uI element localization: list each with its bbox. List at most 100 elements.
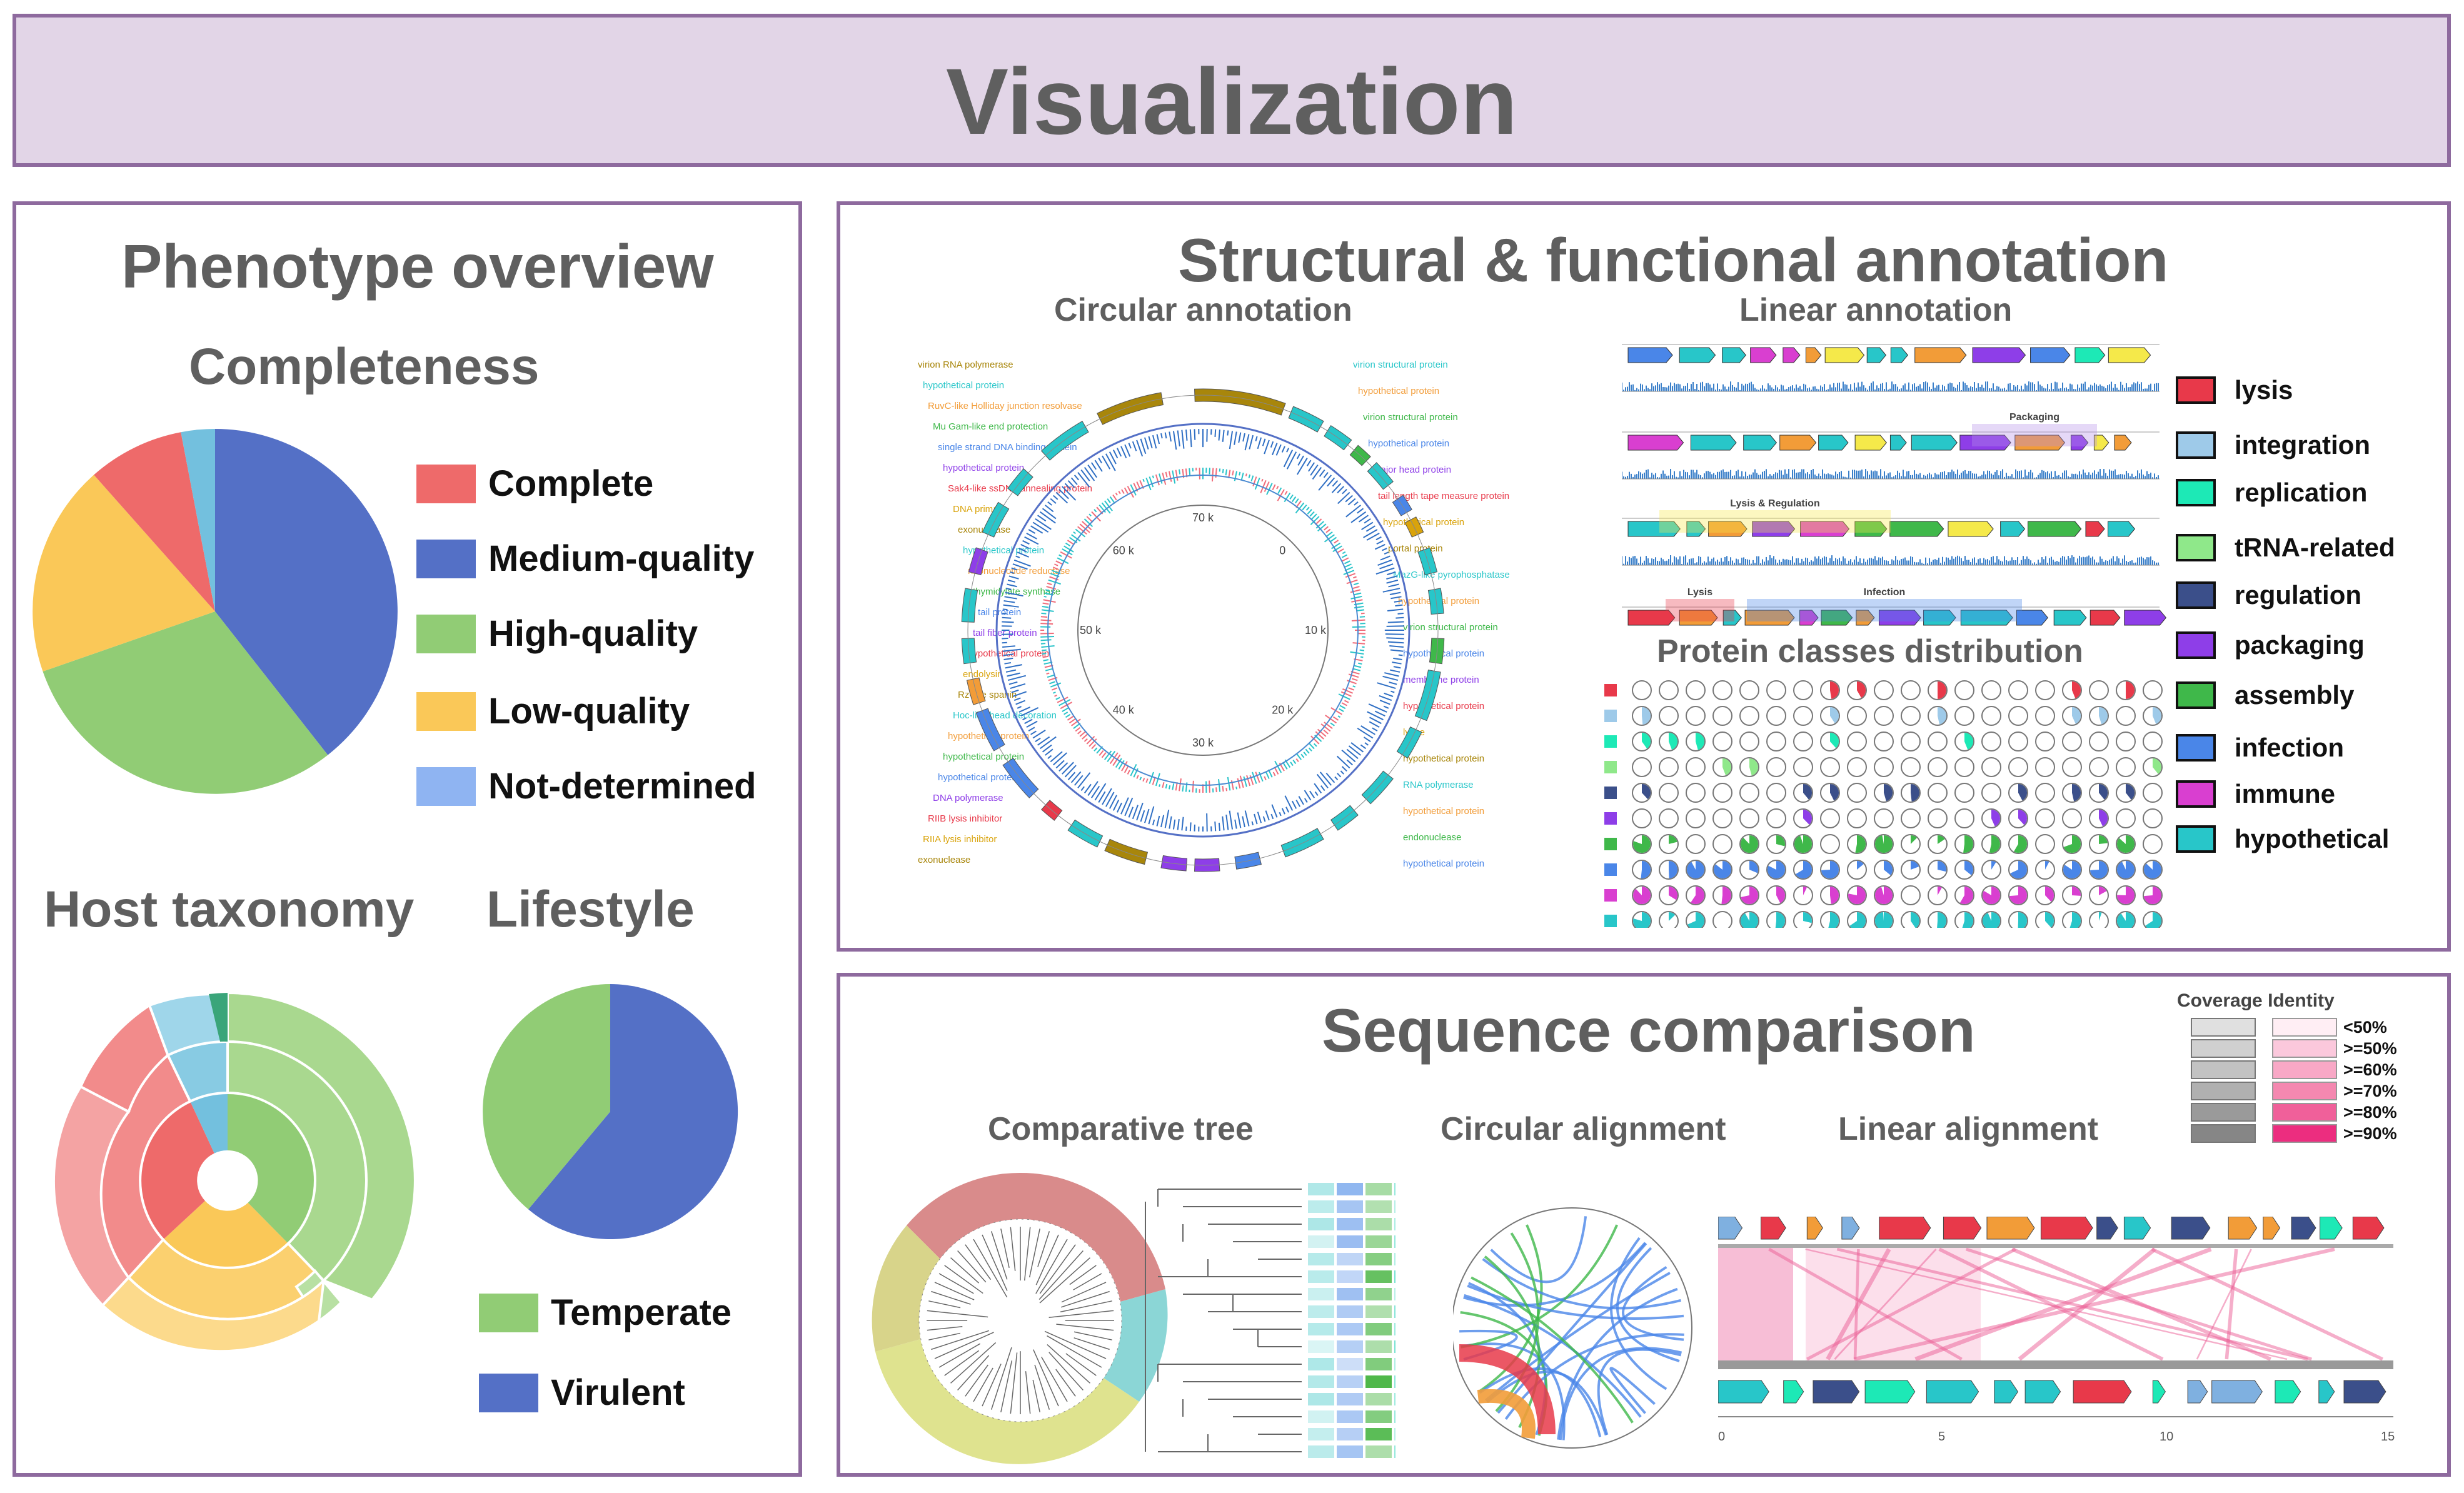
heatmap-cell — [1394, 1340, 1395, 1353]
heatmap-cell — [1337, 1218, 1363, 1230]
class-dot-fill — [1911, 912, 1919, 928]
class-dot-fill — [1803, 810, 1812, 825]
gene-arrow — [1890, 347, 1909, 363]
pie-slice-not-determined — [181, 429, 215, 611]
class-dot — [1901, 757, 1921, 777]
heatmap-cell — [1365, 1270, 1392, 1283]
heatmap-cell — [1337, 1253, 1363, 1265]
class-dot — [2062, 731, 2082, 752]
heatmap-cell — [1394, 1253, 1395, 1265]
class-dot-fill — [1937, 912, 1946, 928]
legend-swatch — [479, 1293, 538, 1332]
gene-arrow — [1824, 347, 1865, 363]
gene-arrow — [1779, 435, 1817, 451]
gene-arrow — [1783, 1380, 1804, 1404]
class-dot — [1632, 757, 1652, 777]
gene-arrow — [2030, 347, 2071, 363]
sequence-panel: Sequence comparison Comparative tree Cir… — [837, 973, 2451, 1477]
axis-tick: 0 — [1718, 1430, 1725, 1444]
legend-label: immune — [2235, 779, 2336, 808]
heatmap-cell — [1308, 1288, 1334, 1300]
class-dot-fill — [2099, 707, 2108, 725]
legend-swatch — [416, 614, 476, 653]
row-swatch — [1604, 812, 1617, 825]
class-dot — [1686, 834, 1706, 854]
class-dot-fill — [2117, 887, 2135, 904]
legend-label: Low-quality — [488, 691, 690, 731]
gene-arrow — [1854, 521, 1888, 537]
identity-swatch — [2272, 1082, 2337, 1100]
class-dot-fill — [2010, 861, 2027, 878]
gene-arrow — [1679, 610, 1718, 626]
coverage-swatch — [2191, 1082, 2256, 1100]
gene-arrow — [1879, 1217, 1931, 1240]
track-label: Infection — [1864, 587, 1906, 598]
gene-arrow — [2073, 1380, 2132, 1404]
gene-arrow — [2093, 435, 2109, 451]
gene-arrow — [1690, 435, 1737, 451]
class-dot-fill — [2072, 707, 2081, 724]
class-dot — [2143, 808, 2163, 828]
heatmap-cell — [1365, 1305, 1392, 1318]
class-dot — [2116, 706, 2136, 726]
circular-tick: 50 k — [1080, 624, 1102, 636]
gene-arrow — [2040, 1217, 2093, 1240]
class-dot — [1928, 757, 1948, 777]
gene-label: endonuclease — [1403, 832, 1461, 843]
class-dot — [1659, 757, 1679, 777]
gene-arrow — [1799, 610, 1819, 626]
heatmap-cell — [1337, 1393, 1363, 1405]
gene-label: hypothetical protein — [1403, 806, 1484, 817]
gene-label: MazG-like pyrophosphatase — [1393, 570, 1510, 580]
gene-label: virion structural protein — [1353, 359, 1448, 370]
heatmap-cell — [1394, 1410, 1395, 1423]
class-dot-fill — [2009, 887, 2027, 904]
gene-arrow — [1806, 1217, 1823, 1240]
gene-label: RNA polymerase — [1403, 780, 1474, 790]
class-dot — [1793, 706, 1813, 726]
class-dot-fill — [1633, 912, 1651, 928]
gene-arrow — [1722, 347, 1747, 363]
class-dot-fill — [1938, 835, 1945, 844]
legend-complete: Complete — [416, 463, 653, 505]
class-dot — [1901, 680, 1921, 700]
class-dot — [1874, 731, 1894, 752]
axis-tick: 15 — [2381, 1430, 2395, 1444]
class-dot-fill — [1911, 784, 1919, 802]
class-dot-fill — [1691, 887, 1704, 904]
completeness-pie — [33, 429, 398, 794]
legend-swatch — [2176, 479, 2216, 506]
circular-tick: 60 k — [1113, 545, 1135, 557]
class-dot — [1847, 706, 1867, 726]
class-dot — [1712, 783, 1732, 803]
gene-arrow — [1960, 610, 2013, 626]
class-dot-fill — [2117, 835, 2135, 853]
gene-arrow — [1627, 347, 1673, 363]
phenotype-title: Phenotype overview — [121, 232, 714, 301]
legend-label: packaging — [2235, 630, 2365, 660]
class-dot — [1793, 757, 1813, 777]
legend-label: tRNA-related — [2235, 533, 2395, 562]
heatmap-cell — [1337, 1445, 1363, 1458]
gene-arrow — [2263, 1217, 2281, 1240]
identity-label: >=70% — [2343, 1082, 2397, 1100]
axis-tick: 10 — [2160, 1430, 2173, 1444]
gene-arrow — [2152, 1380, 2166, 1404]
class-dot-fill — [1721, 887, 1732, 904]
class-dot — [2143, 731, 2163, 752]
heatmap-cell — [1365, 1288, 1392, 1300]
class-dot-fill — [1991, 810, 2000, 827]
class-dot — [1739, 808, 1759, 828]
gene-arrow — [1818, 435, 1849, 451]
gene-arrow — [1821, 610, 1853, 626]
class-dot-fill — [1696, 733, 1704, 750]
class-dot-fill — [2145, 912, 2161, 928]
class-dot-fill — [1803, 912, 1812, 923]
class-dot — [2089, 731, 2109, 752]
legend-not-determined: Not-determined — [416, 765, 757, 807]
class-dot — [1766, 808, 1786, 828]
class-dot-fill — [1830, 887, 1839, 904]
class-dot — [1793, 731, 1813, 752]
heatmap-cell — [1394, 1393, 1395, 1405]
page-title: Visualization — [945, 49, 1518, 154]
